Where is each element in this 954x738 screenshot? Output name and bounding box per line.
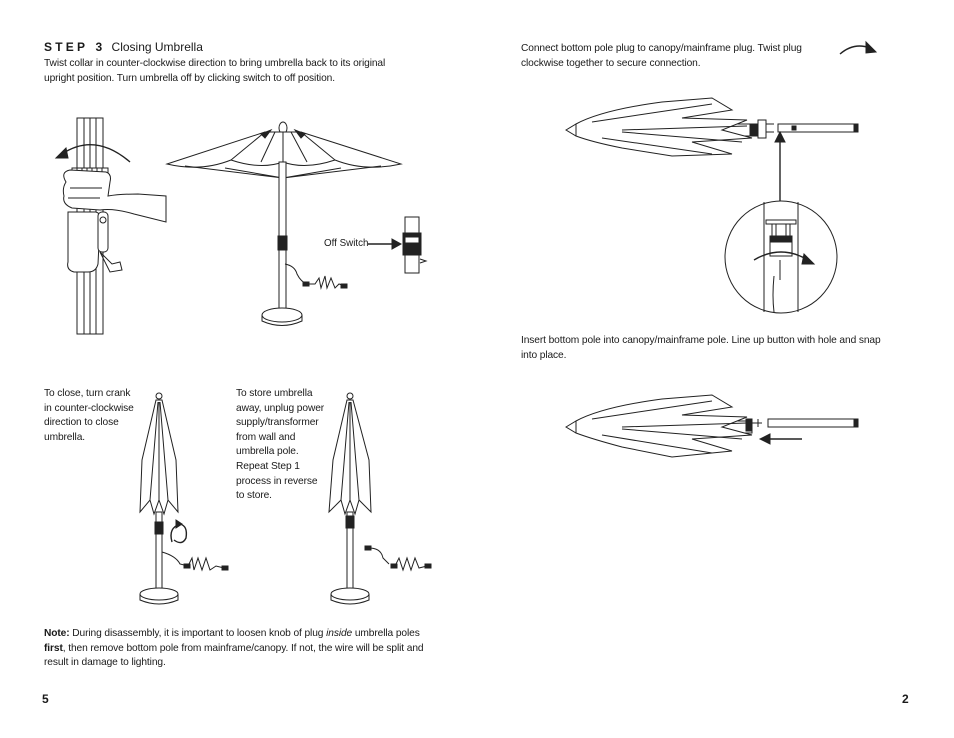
clockwise-arrow-icon — [838, 40, 878, 58]
left-page-number: 5 — [42, 692, 49, 706]
pole-insertion-illustration — [562, 393, 862, 465]
close-instructions: To close, turn crank in counter-clockwis… — [44, 387, 136, 445]
off-switch-arrow-icon — [368, 238, 402, 250]
note-text-2: umbrella poles — [352, 628, 420, 639]
right-page-number: 2 — [902, 692, 909, 706]
plug-detail-circle-illustration — [724, 200, 839, 315]
step-title: Closing Umbrella — [112, 40, 203, 54]
off-switch-detail-illustration — [398, 215, 432, 275]
closed-umbrella-crank-illustration — [132, 390, 237, 608]
note-inside-word: inside — [326, 628, 352, 639]
step-heading: STEP 3 Closing Umbrella — [44, 40, 203, 54]
connect-instructions: Connect bottom pole plug to canopy/mainf… — [521, 42, 841, 71]
note-paragraph: Note: During disassembly, it is importan… — [44, 627, 430, 671]
note-label: Note: — [44, 628, 70, 639]
step-label: STEP — [44, 40, 88, 54]
step-instructions: Twist collar in counter-clockwise direct… — [44, 57, 404, 86]
step-number: 3 — [96, 40, 103, 54]
plug-connection-illustration — [562, 96, 862, 166]
note-text-1: During disassembly, it is important to l… — [70, 628, 327, 639]
insert-instructions: Insert bottom pole into canopy/mainframe… — [521, 334, 897, 363]
note-first-word: first — [44, 643, 63, 654]
open-umbrella-illustration — [165, 118, 410, 328]
hand-twisting-collar-illustration — [50, 112, 170, 337]
off-switch-label: Off Switch — [324, 238, 368, 249]
closed-umbrella-unplugged-illustration — [325, 390, 435, 608]
store-instructions: To store umbrella away, unplug power sup… — [236, 387, 328, 504]
note-text-3: , then remove bottom pole from mainframe… — [44, 643, 423, 669]
